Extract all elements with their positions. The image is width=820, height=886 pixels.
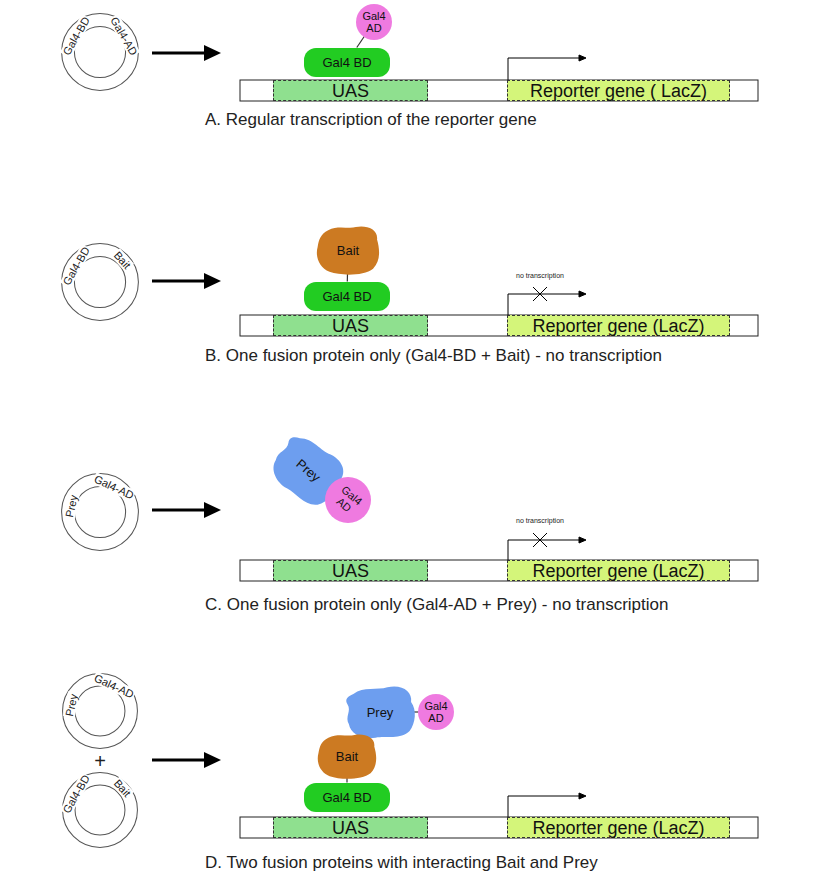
reporter-gene: Reporter gene (LacZ) bbox=[507, 315, 730, 336]
node-text: Gal4 BD bbox=[322, 289, 371, 304]
reporter-gene: Reporter gene (LacZ) bbox=[507, 817, 730, 838]
node-text: Gal4 AD bbox=[423, 700, 449, 724]
caption: B. One fusion protein only (Gal4-BD + Ba… bbox=[205, 346, 662, 366]
caption: A. Regular transcription of the reporter… bbox=[205, 110, 537, 130]
node-text: Gal4 AD bbox=[361, 10, 387, 34]
protein-blob: Bait bbox=[315, 224, 381, 276]
plus-sign: + bbox=[94, 749, 106, 773]
note-label: no transcription bbox=[516, 517, 564, 525]
reporter-gene: Reporter gene ( LacZ) bbox=[507, 80, 730, 101]
protein-blob: Prey bbox=[343, 684, 417, 740]
linker-line bbox=[357, 36, 365, 48]
node-text: UAS bbox=[332, 818, 369, 838]
caption: D. Two fusion proteins with interacting … bbox=[205, 853, 598, 873]
linker-line bbox=[347, 274, 348, 282]
dna-strip bbox=[240, 817, 758, 838]
node-text: UAS bbox=[332, 561, 369, 581]
gal4-ad-domain: Gal4 AD bbox=[418, 694, 454, 730]
node-text: Reporter gene (LacZ) bbox=[532, 818, 704, 838]
caption: C. One fusion protein only (Gal4-AD + Pr… bbox=[205, 595, 668, 615]
uas-region: UAS bbox=[273, 80, 428, 101]
plasmid: PreyGal4-AD bbox=[61, 672, 139, 750]
node-text: Prey bbox=[367, 705, 394, 720]
gal4-bd-domain: Gal4 BD bbox=[304, 282, 390, 311]
note-label: no transcription bbox=[516, 272, 564, 280]
gal4-ad-domain: Gal4 AD bbox=[356, 4, 392, 40]
node-text: UAS bbox=[332, 316, 369, 336]
plasmid: Gal4-BDGal4-AD bbox=[60, 12, 140, 92]
uas-region: UAS bbox=[273, 817, 428, 838]
node-text: Bait bbox=[336, 749, 358, 764]
uas-region: UAS bbox=[273, 560, 428, 581]
blocked-arrow bbox=[508, 540, 580, 560]
node-text: Gal4 AD bbox=[330, 482, 365, 517]
block-cross bbox=[533, 287, 547, 301]
transcription-arrow bbox=[508, 58, 580, 80]
node-text: Reporter gene ( LacZ) bbox=[530, 81, 707, 101]
gal4-bd-domain: Gal4 BD bbox=[304, 48, 390, 77]
gal4-ad-domain: Gal4 AD bbox=[325, 477, 371, 523]
node-text: Bait bbox=[337, 243, 359, 258]
node-text: Gal4 BD bbox=[322, 55, 371, 70]
node-text: Gal4 BD bbox=[322, 790, 371, 805]
dna-strip bbox=[240, 315, 758, 336]
plasmid: Gal4-BDBait bbox=[61, 771, 139, 849]
protein-blob: Bait bbox=[316, 732, 378, 780]
plasmid: Gal4-BDBait bbox=[60, 242, 140, 322]
node-text: Reporter gene (LacZ) bbox=[532, 561, 704, 581]
gal4-bd-domain: Gal4 BD bbox=[304, 783, 390, 812]
blocked-arrow bbox=[508, 294, 580, 315]
node-text: Reporter gene (LacZ) bbox=[532, 316, 704, 336]
uas-region: UAS bbox=[273, 315, 428, 336]
transcription-arrow bbox=[508, 796, 580, 817]
plasmid: PreyGal4-AD bbox=[60, 472, 140, 552]
dna-strip bbox=[240, 80, 758, 101]
reporter-gene: Reporter gene (LacZ) bbox=[507, 560, 730, 581]
node-text: UAS bbox=[332, 81, 369, 101]
dna-strip bbox=[240, 560, 758, 581]
block-cross bbox=[533, 533, 547, 547]
